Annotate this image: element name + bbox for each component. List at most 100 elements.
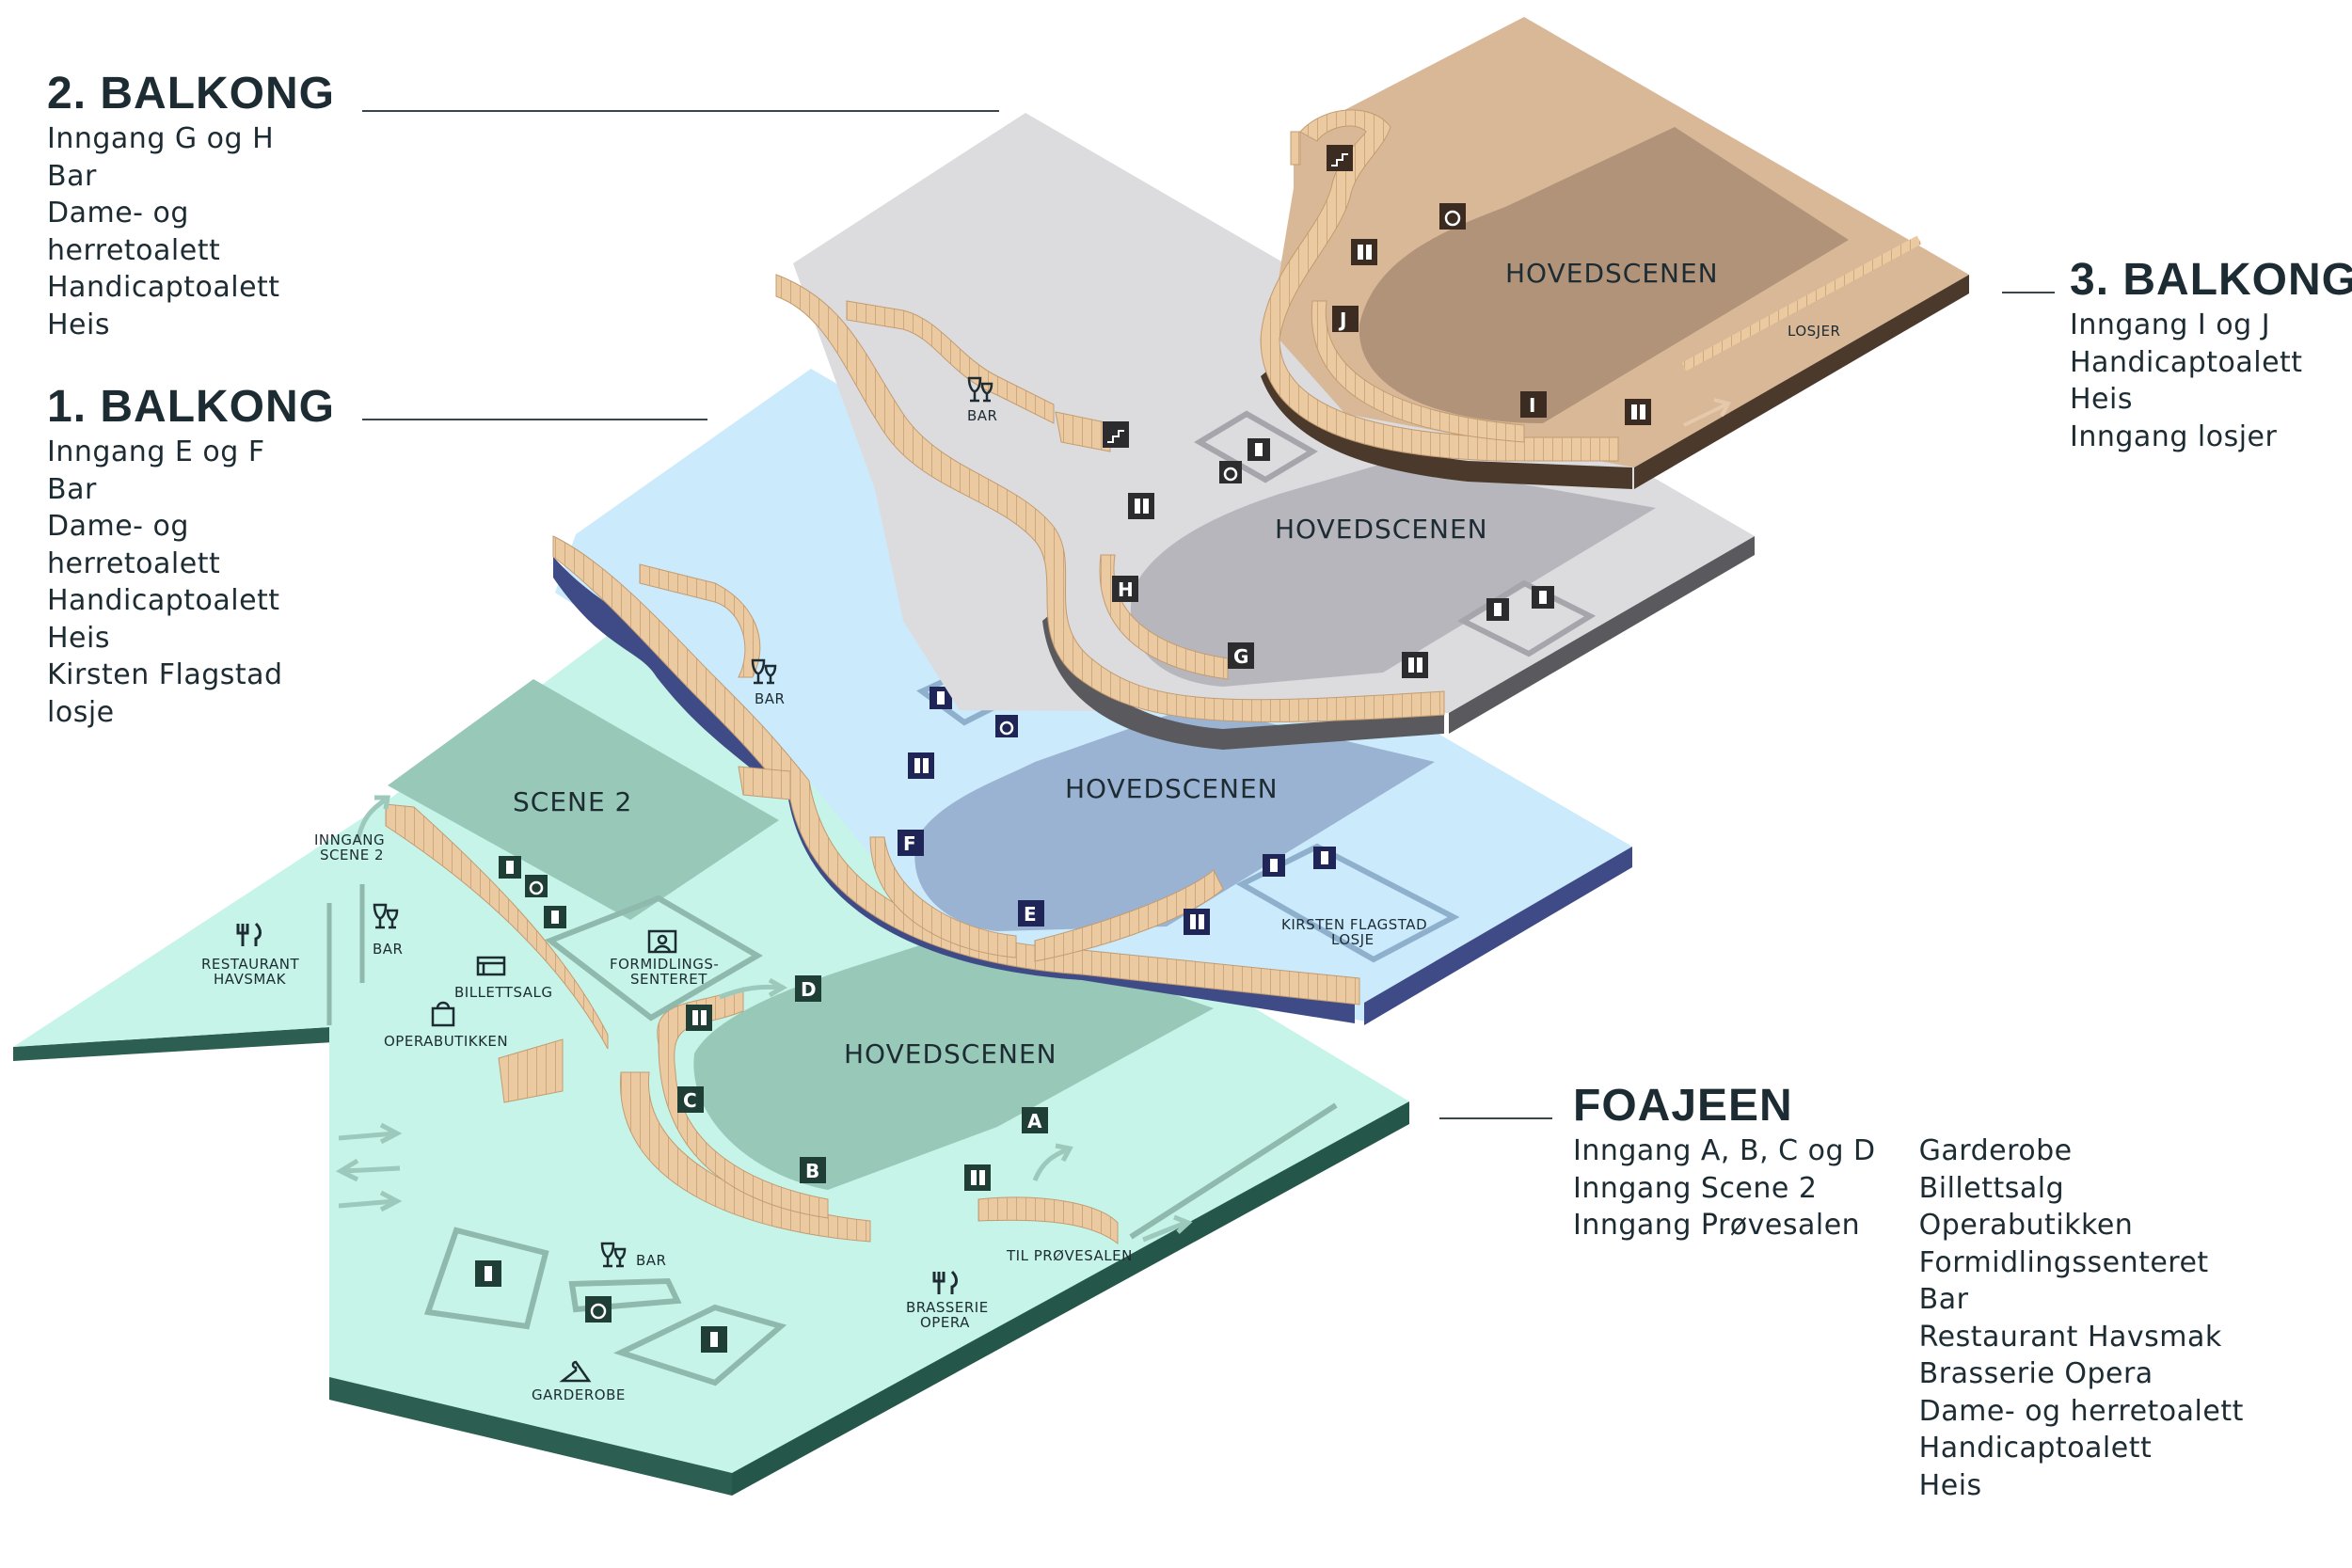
legend-item: Inngang G og H bbox=[47, 122, 275, 155]
entrance-letter-e: E bbox=[1024, 903, 1037, 926]
cutlery-icon bbox=[932, 1270, 958, 1294]
legend-item: Heis bbox=[1918, 1468, 1982, 1502]
legend-columns: Inngang A, B, C og D Inngang Scene 2 Inn… bbox=[1573, 1132, 2244, 1504]
bar-foyer-label: BAR bbox=[636, 1252, 666, 1269]
restroom-icon bbox=[499, 856, 521, 879]
entrance-marker-j[interactable]: J bbox=[1332, 306, 1359, 332]
operabutikken-label: OPERABUTIKKEN bbox=[384, 1033, 508, 1050]
legend-title: FOAJEEN bbox=[1573, 1081, 1793, 1131]
legend-item: Restaurant Havsmak bbox=[1918, 1320, 2222, 1354]
entrance-letter-a: A bbox=[1027, 1110, 1042, 1132]
legend-item: Dame- og herretoalett bbox=[1918, 1394, 2244, 1428]
entrance-marker-d[interactable]: D bbox=[795, 975, 821, 1002]
shopping-bag-icon bbox=[431, 1001, 455, 1027]
formidlingssenteret-label-2: SENTERET bbox=[630, 971, 707, 988]
foyer-wall-right-curve bbox=[977, 1196, 1119, 1245]
balkong-2-toilet-room-right bbox=[1456, 579, 1597, 657]
wheelchair-icon bbox=[1439, 203, 1466, 230]
balkong-1-stage bbox=[914, 705, 1435, 931]
garderobe-room-3 bbox=[612, 1304, 787, 1386]
legend-item: Heis bbox=[2070, 383, 2133, 416]
losjer-wall bbox=[1681, 235, 1922, 372]
entrance-marker-b[interactable]: B bbox=[800, 1157, 826, 1183]
balkong-2-level: HOVEDSCENEN BAR bbox=[775, 113, 1755, 750]
balkong-1-stairs bbox=[738, 766, 791, 800]
legend-title: 3. BALKONG bbox=[2070, 255, 2352, 305]
balkong-2-toilet-room-left bbox=[1194, 410, 1318, 483]
legend-item: Inngang Prøvesalen bbox=[1573, 1209, 1861, 1242]
entrance-marker-e[interactable]: E bbox=[1018, 900, 1044, 927]
inngang-scene2-label-2: SCENE 2 bbox=[320, 847, 384, 863]
legend-item: Kirsten Flagstad bbox=[47, 658, 283, 691]
restroom-icon bbox=[544, 906, 566, 928]
legend-item: herretoalett bbox=[47, 233, 221, 267]
entrance-letter-b: B bbox=[805, 1160, 819, 1182]
billettsalg-label: BILLETTSALG bbox=[454, 984, 553, 1001]
balkong-3-level: HOVEDSCENEN LOSJER I bbox=[1260, 17, 1969, 489]
entrance-marker-a[interactable]: A bbox=[1022, 1107, 1048, 1133]
legend-item: Inngang I og J bbox=[2070, 309, 2271, 341]
balkong-2-wall-inner bbox=[1099, 554, 1229, 680]
elevator-icon bbox=[964, 1164, 991, 1191]
balkong-3-leader-line bbox=[2002, 292, 2055, 293]
garderobe-label: GARDEROBE bbox=[532, 1386, 626, 1403]
entrance-marker-g[interactable]: G bbox=[1228, 642, 1254, 669]
legend-item: Handicaptoalett bbox=[47, 271, 280, 304]
elevator-icon bbox=[1184, 909, 1210, 935]
balkong-1-hovedscenen-label: HOVEDSCENEN bbox=[1065, 773, 1279, 804]
entrance-letter-c: C bbox=[683, 1089, 697, 1112]
foyer-wall-curve-outer bbox=[620, 1071, 871, 1243]
legend-item: Inngang Scene 2 bbox=[1573, 1171, 1818, 1205]
restaurant-havsmak-label-2: HAVSMAK bbox=[214, 971, 287, 988]
balkong-2-wall-back bbox=[846, 300, 1055, 424]
legend-item: losje bbox=[47, 695, 115, 729]
wine-glass-icon bbox=[751, 658, 777, 685]
brasserie-opera-label-2: OPERA bbox=[920, 1314, 970, 1331]
kirsten-flagstad-losje-room bbox=[1235, 843, 1460, 963]
legend-title: 1. BALKONG bbox=[47, 382, 336, 432]
restroom-icon bbox=[1248, 438, 1270, 461]
restroom-icon bbox=[1313, 847, 1336, 869]
balkong-1-leader-line bbox=[362, 419, 707, 420]
balkong-3-hovedscenen-label: HOVEDSCENEN bbox=[1505, 258, 1719, 289]
entrance-marker-h[interactable]: H bbox=[1112, 576, 1138, 602]
balkong-1-edge-right bbox=[1364, 847, 1632, 1025]
stairs-icon bbox=[1103, 421, 1129, 448]
garderobe-room-2 bbox=[568, 1277, 682, 1313]
legend-item: Handicaptoalett bbox=[1918, 1432, 2153, 1465]
legend-balkong-1: 1. BALKONG Inngang E og F Bar Dame- og h… bbox=[47, 381, 335, 731]
elevator-icon bbox=[1402, 652, 1428, 678]
til-provesalen-wall bbox=[1129, 1102, 1338, 1240]
wheelchair-icon bbox=[585, 1296, 612, 1323]
legend-item: Heis bbox=[47, 308, 110, 341]
legend-title: 2. BALKONG bbox=[47, 69, 336, 119]
entrance-marker-i[interactable]: I bbox=[1520, 391, 1547, 418]
legend-item: herretoalett bbox=[47, 546, 221, 580]
balkong-3-wall-curve bbox=[1260, 109, 1619, 462]
foyer-level: SCENE 2 HOVEDSCENEN RESTAU bbox=[13, 626, 1409, 1496]
foyer-main-stage bbox=[693, 927, 1214, 1190]
ticket-icon bbox=[476, 956, 506, 976]
exhibition-icon bbox=[647, 929, 677, 954]
legend-item: Dame- og bbox=[47, 510, 189, 543]
balkong-2-hovedscenen-label: HOVEDSCENEN bbox=[1275, 514, 1488, 545]
entrance-letter-j: J bbox=[1338, 309, 1346, 331]
garderobe-room-1 bbox=[423, 1227, 549, 1330]
legend-item: Bar bbox=[47, 159, 97, 193]
losjer-label: LOSJER bbox=[1788, 323, 1840, 340]
legend-item: Handicaptoalett bbox=[2070, 345, 2303, 379]
legend-item: Bar bbox=[1918, 1283, 1969, 1316]
legend-item: Bar bbox=[47, 472, 97, 506]
elevator-icon bbox=[1128, 493, 1154, 519]
legend-column-facilities: Garderobe Billettsalg Operabutikken Form… bbox=[1919, 1132, 2244, 1504]
balkong-3-wall-inner bbox=[1311, 300, 1525, 443]
arrow-icon bbox=[335, 795, 1193, 1243]
restaurant-havsmak-label-1: RESTAURANT bbox=[201, 956, 299, 973]
entrance-marker-c[interactable]: C bbox=[677, 1086, 704, 1113]
entrance-marker-f[interactable]: F bbox=[898, 830, 924, 856]
arrow-icon bbox=[1683, 398, 1731, 427]
elevator-icon bbox=[686, 1005, 712, 1031]
balkong-2-edge-front bbox=[1042, 611, 1444, 750]
foyer-edge-right bbox=[732, 1101, 1409, 1496]
legend-item: Formidlingssenteret bbox=[1918, 1245, 2209, 1279]
